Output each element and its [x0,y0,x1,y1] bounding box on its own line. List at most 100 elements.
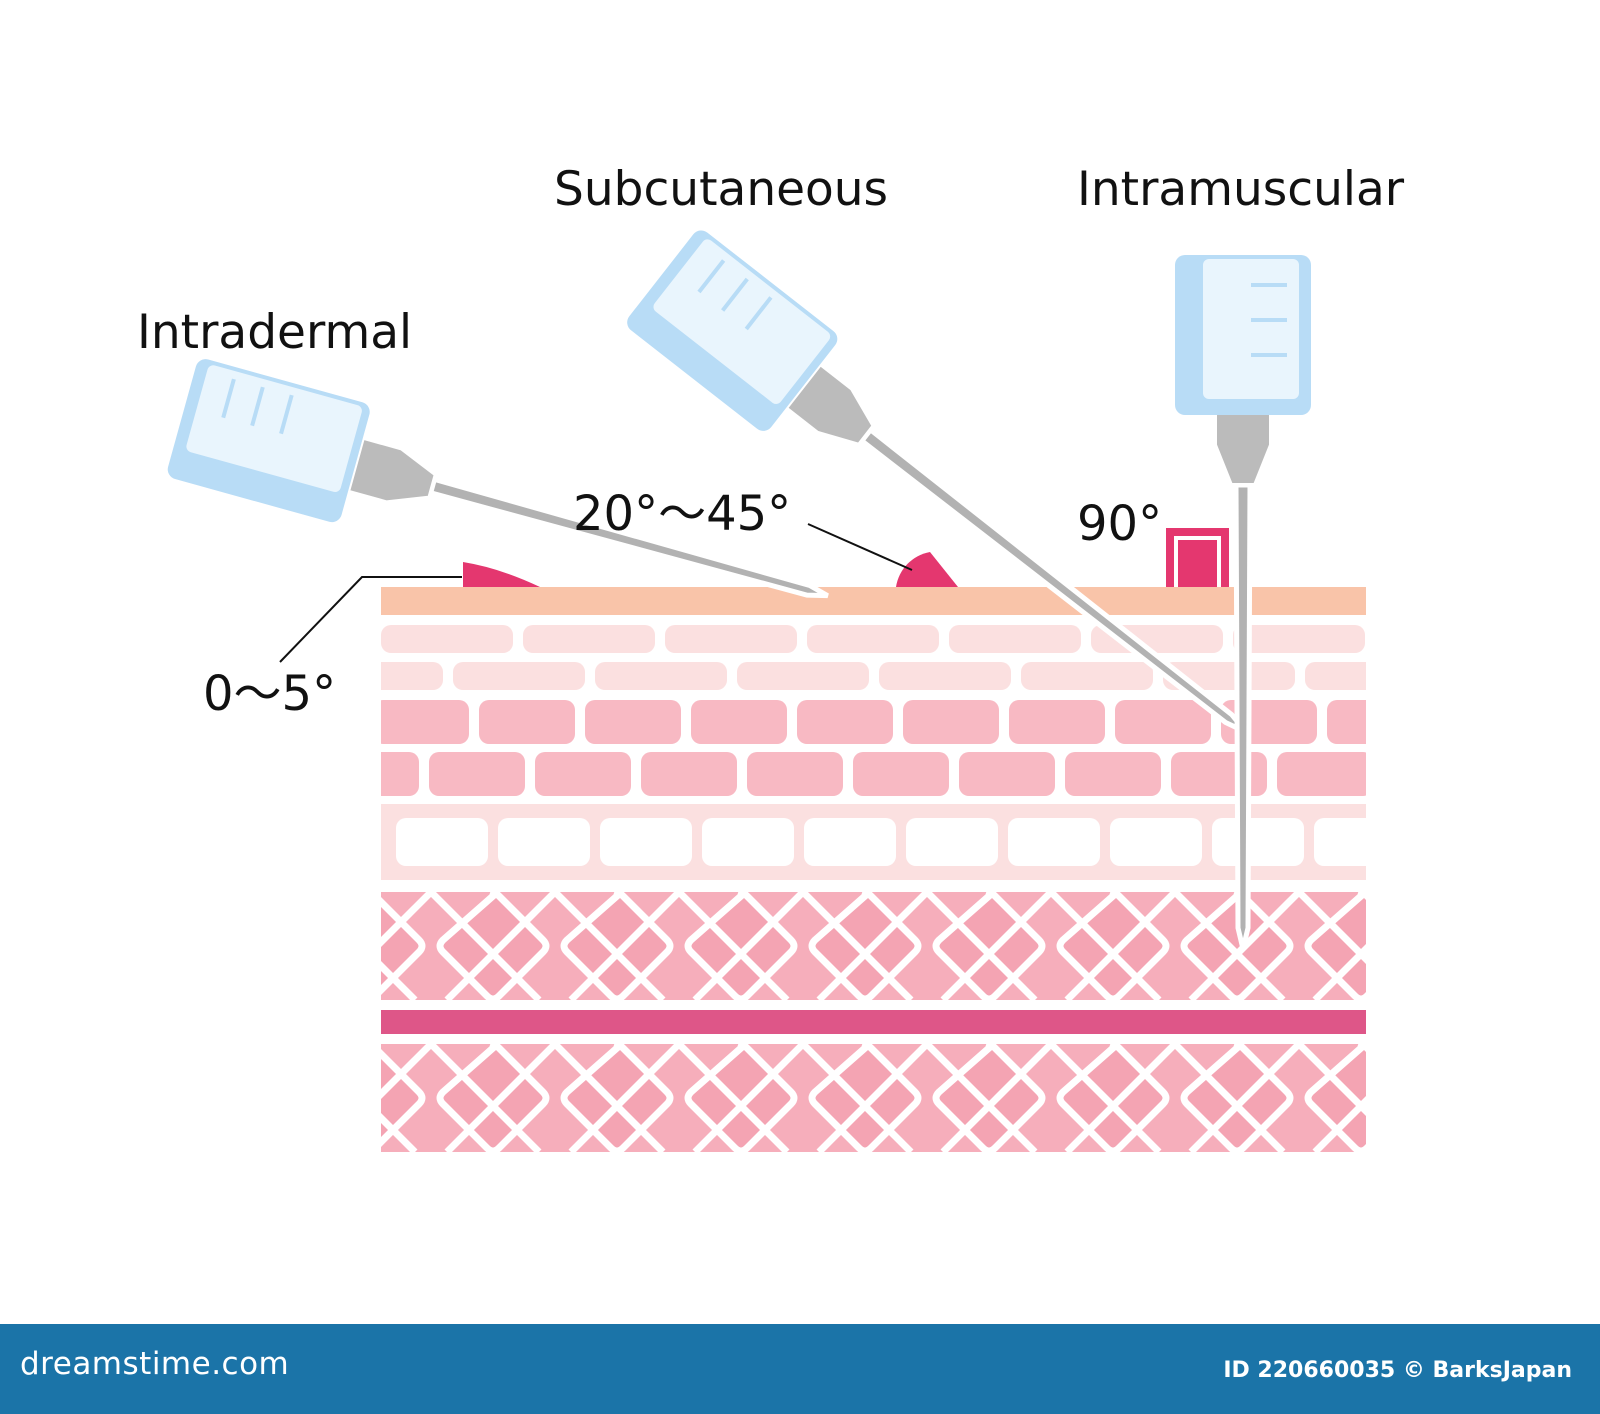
muscle-grid-line [428,889,542,1003]
muscle-grid-line [1172,889,1286,1003]
muscle-grid-line [1296,889,1366,964]
muscle-fiber [1180,1041,1294,1155]
muscle-grid-line [924,1041,1038,1155]
dermis-cell [381,625,513,653]
muscle-fiber [932,1041,1046,1155]
muscle-grid-line [1312,944,1366,1003]
fat-cell [1314,818,1366,866]
footer-credit: ID 220660035 © BarksJapan [1223,1358,1572,1383]
muscle-fiber [381,897,426,995]
dermis-cell [807,625,939,653]
needle-hub [1213,403,1273,487]
muscle-grid-line [444,889,558,1003]
muscle-grid-line [940,1041,1054,1155]
dermis-cell [453,662,585,690]
muscle-grid-line [1188,1041,1302,1155]
dermis-cell [585,700,681,744]
muscle-grid-line [692,1041,806,1155]
dermis-cell [1009,700,1105,744]
dermis-cell [641,752,737,796]
muscle-fiber [436,1041,550,1155]
intramuscular-angle-label: 90° [1077,496,1162,552]
muscle-grid-line [924,889,1038,1003]
muscle-fiber [381,1049,426,1147]
fat-cell [804,818,896,866]
muscle-grid-line [568,889,682,1003]
dermis-cell [737,662,869,690]
muscle-grid-line [676,889,790,1003]
fat-cell [702,818,794,866]
muscle-grid-line [199,892,307,1000]
muscle-grid-line [800,1041,914,1155]
intradermal-angle-label: 0〜5° [203,666,336,722]
footer-bar: dreamstime.com ID 220660035 © BarksJapan [0,1324,1600,1414]
dermis-cell [747,752,843,796]
muscle-grid-line [816,889,930,1003]
dermis-cell [1305,662,1366,690]
muscle-grid-line [552,889,666,1003]
muscle-grid-line [381,961,418,1003]
muscle-grid-line [1064,1041,1178,1155]
fascia-layer [381,1010,1366,1034]
muscle-grid-line [1048,889,1162,1003]
subcutaneous-label: Subcutaneous [554,162,888,217]
needle-hub [783,361,876,448]
needle-hub [345,435,439,505]
skin-cross-section [199,587,1538,1155]
muscle-fiber [1432,1045,1538,1151]
dermis-cell [691,700,787,744]
dermis-cell [381,700,469,744]
fat-cell [1212,818,1304,866]
muscle-grid-line [1423,892,1531,1000]
dermis-cell [665,625,797,653]
muscle-fiber [1056,889,1170,1003]
dermis-cell [479,700,575,744]
muscle-grid-line [444,1041,558,1155]
intradermal-angle-marker [463,562,540,587]
intradermal-syringe [167,359,829,599]
muscle-grid-line [1296,1041,1366,1116]
muscle-grid-line [1172,1041,1286,1155]
muscle-grid-line [676,1041,790,1155]
muscle-fiber [1304,1041,1366,1155]
dermis-cell [535,752,631,796]
subcutaneous-leader-line [807,523,913,571]
subcutaneous-angle-marker [896,552,958,587]
footer-brand: dreamstime.com [20,1346,290,1382]
muscle-grid-line [381,1041,434,1099]
dermis-cell [949,625,1081,653]
intramuscular-angle-fill [1178,540,1217,587]
muscle-grid-line [381,889,434,947]
muscle-grid-line [1048,1041,1162,1155]
fat-cell [906,818,998,866]
muscle-grid-line [940,889,1054,1003]
muscle-grid-line [428,1041,542,1155]
fat-cell [396,818,488,866]
muscle-fiber [808,889,922,1003]
muscle-fiber [436,889,550,1003]
muscle-fiber [560,1041,674,1155]
injection-angle-diagram: Intradermal Subcutaneous Intramuscular 0… [137,162,1538,1155]
muscle-grid-line [568,1041,682,1155]
intramuscular-syringe [1175,255,1311,950]
dermis-cell [1115,700,1211,744]
intradermal-leader-line [279,576,462,663]
dermis-cell [1277,752,1366,796]
dermis-cell [1021,662,1153,690]
muscle-grid-line [552,1041,666,1155]
muscle-grid-line [381,1113,418,1155]
muscle-fiber [932,889,1046,1003]
subcutaneous-syringe [627,230,1248,735]
muscle-grid-line [1064,889,1178,1003]
intramuscular-label: Intramuscular [1077,162,1405,217]
muscle-grid-line [1423,1044,1531,1152]
muscle-fiber [684,1041,798,1155]
muscle-fiber [808,1041,922,1155]
dermis-cell [381,752,419,796]
dermis-cell [903,700,999,744]
dermis-cell [429,752,525,796]
muscle-grid-line [816,1041,930,1155]
dermis-cell [797,700,893,744]
angle-markers [463,528,1229,587]
dermis-cell [595,662,727,690]
